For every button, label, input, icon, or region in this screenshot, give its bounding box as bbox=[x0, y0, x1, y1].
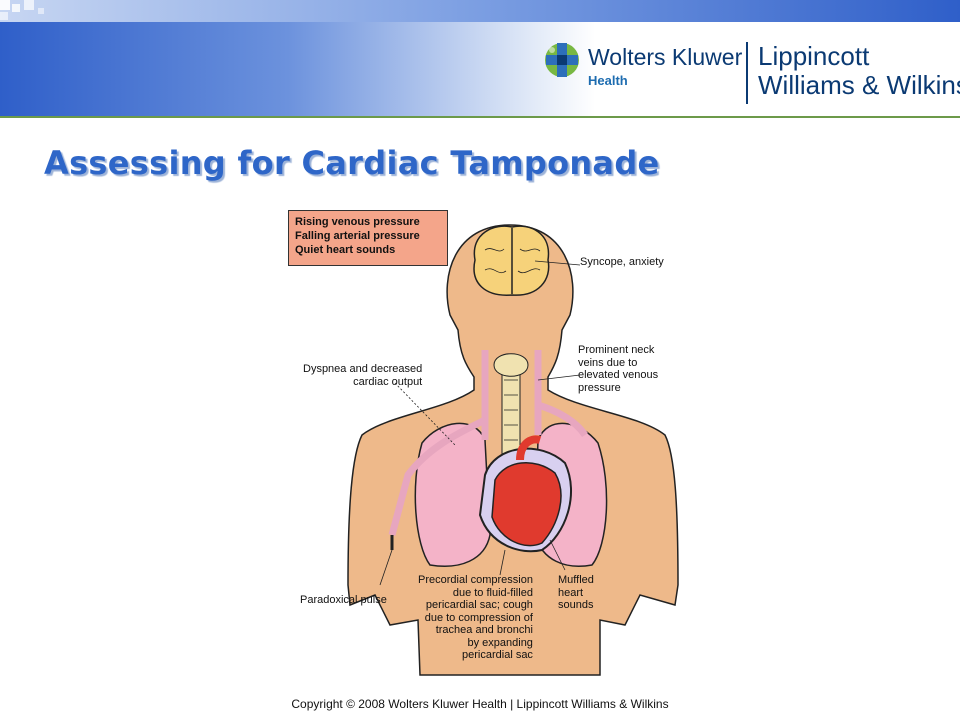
label-line: sounds bbox=[558, 599, 594, 611]
label-line: elevated venous bbox=[578, 369, 659, 381]
thyroid bbox=[493, 353, 529, 377]
brand-name: Wolters Kluwer bbox=[588, 44, 743, 70]
box-line: Falling arterial pressure bbox=[295, 230, 420, 242]
label-precordial: Precordial compression due to fluid-fill… bbox=[418, 574, 533, 662]
label-syncope: Syncope, anxiety bbox=[580, 256, 664, 268]
label-paradoxical-pulse: Paradoxical pulse bbox=[300, 594, 387, 606]
label-line: veins due to bbox=[578, 356, 638, 369]
box-line: Quiet heart sounds bbox=[295, 244, 396, 256]
label-line: Muffled bbox=[558, 574, 594, 586]
label-line: due to compression of bbox=[424, 611, 533, 624]
label-line: Prominent neck bbox=[578, 344, 655, 356]
label-line: due to fluid-filled bbox=[452, 586, 533, 599]
label-line: Precordial compression bbox=[418, 574, 533, 586]
wolters-kluwer-logo-icon bbox=[542, 40, 582, 80]
label-line: by expanding bbox=[467, 636, 533, 649]
publisher-line-2: Williams & Wilkins bbox=[758, 70, 960, 100]
logo-divider bbox=[746, 42, 748, 104]
findings-box: Rising venous pressure Falling arterial … bbox=[288, 210, 448, 266]
label-neck-veins: Prominent neck veins due to elevated ven… bbox=[578, 344, 658, 394]
copyright-footer: Copyright © 2008 Wolters Kluwer Health |… bbox=[291, 697, 669, 711]
label-muffled: Muffled heart sounds bbox=[558, 574, 594, 612]
slide-title: Assessing for Cardiac Tamponade bbox=[44, 144, 660, 182]
label-line: cardiac output bbox=[353, 375, 423, 388]
heart bbox=[491, 462, 562, 547]
neck-veins bbox=[481, 350, 542, 440]
label-line: pressure bbox=[578, 381, 621, 394]
label-line: Dyspnea and decreased bbox=[303, 363, 423, 375]
box-line: Rising venous pressure bbox=[295, 216, 420, 228]
header-banner bbox=[0, 0, 960, 118]
cardiac-tamponade-illustration bbox=[347, 224, 679, 676]
brand-sub: Health bbox=[588, 73, 628, 88]
label-line: pericardial sac; cough bbox=[425, 599, 533, 611]
label-line: heart bbox=[558, 586, 584, 599]
publisher-line-1: Lippincott bbox=[758, 41, 870, 71]
left-lung bbox=[414, 422, 491, 567]
label-line: trachea and bronchi bbox=[435, 624, 533, 636]
label-dyspnea: Dyspnea and decreased cardiac output bbox=[303, 363, 422, 388]
label-line: pericardial sac bbox=[462, 649, 533, 661]
